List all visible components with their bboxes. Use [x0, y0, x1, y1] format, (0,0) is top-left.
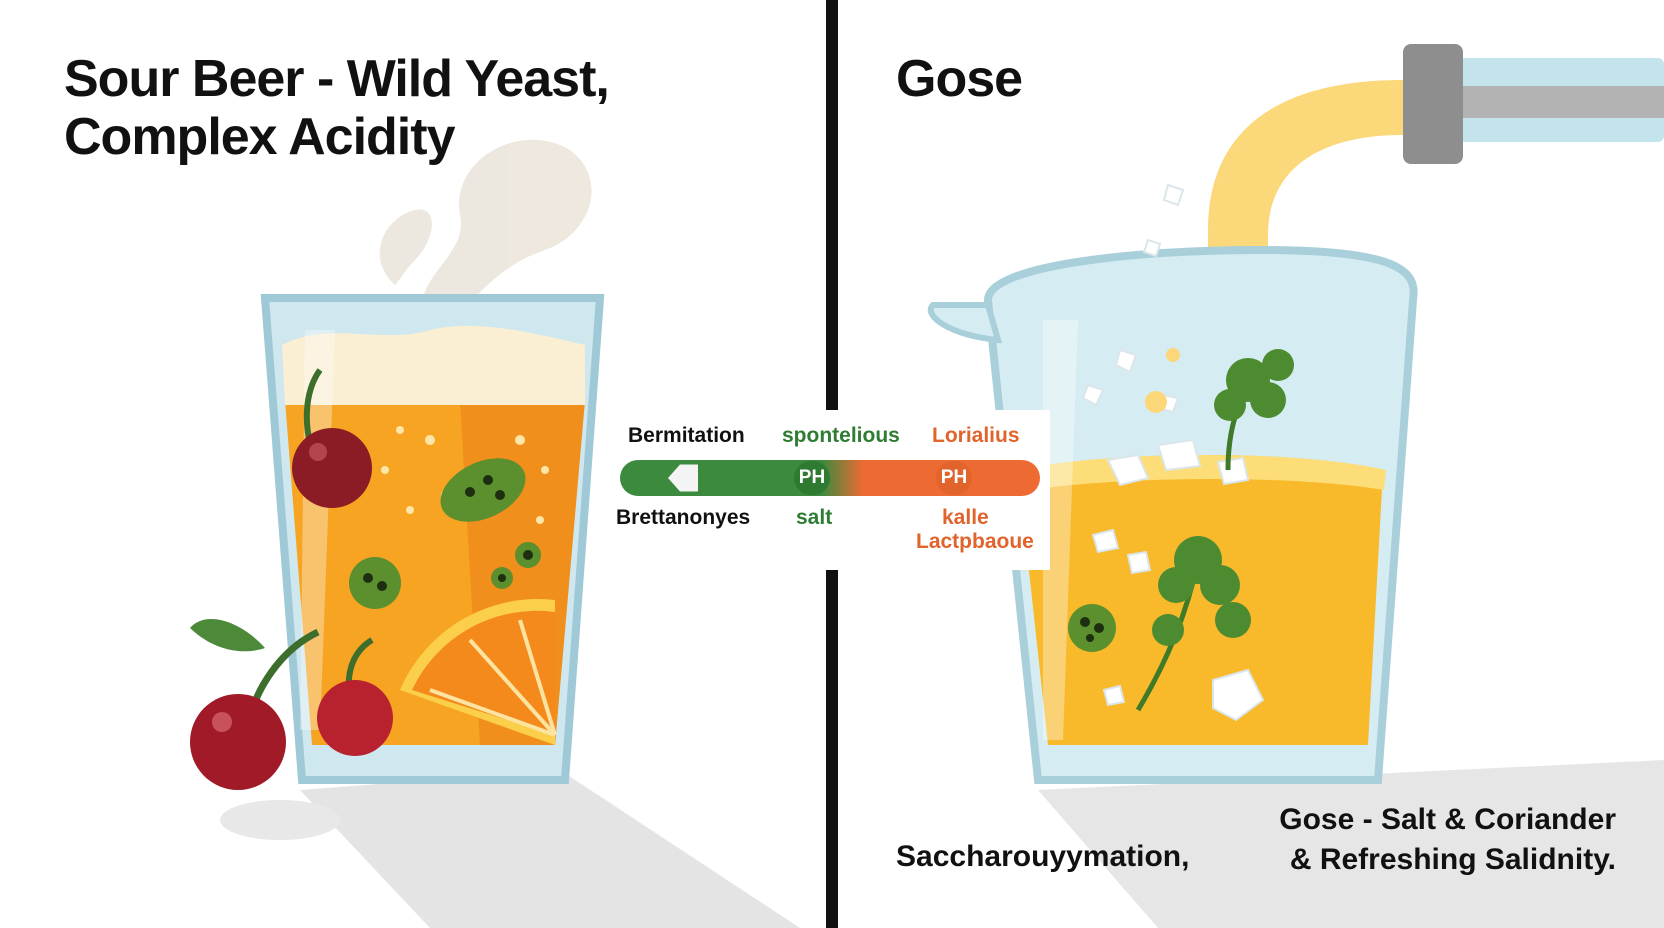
scale-label-top-1: Bermitation: [628, 424, 745, 447]
scale-label-bottom-1: Brettanonyes: [616, 506, 751, 529]
left-title: Sour Beer - Wild Yeast, Complex Acidity: [64, 50, 724, 166]
salt-crystal-icon: [1081, 183, 1265, 722]
faucet-icon: [1208, 44, 1664, 300]
cherry-icon: [317, 637, 393, 756]
pitcher-shadow: [1038, 760, 1664, 928]
coriander-icon: [1135, 349, 1294, 712]
cherry-icon: [292, 368, 372, 508]
scale-label-bottom-4: Lactpbaoue: [916, 530, 1034, 553]
scale-label-top-3: Lorialius: [932, 424, 1020, 447]
spice-dot: [1145, 391, 1167, 413]
gose-caption-line-1: Gose - Salt & Coriander: [1279, 803, 1616, 836]
ph-badge-orange: PH: [936, 461, 972, 495]
bacteria-icon: [349, 458, 541, 609]
sour-beer-illustration: [190, 139, 800, 928]
right-title: Gose: [896, 50, 1023, 108]
bacteria-icon: [1068, 604, 1116, 652]
glass-shadow: [300, 770, 800, 928]
ph-badge-green: PH: [794, 461, 830, 495]
cherry-icon: [190, 618, 320, 790]
gose-caption: Gose - Salt & Coriander & Refreshing Sal…: [1256, 800, 1616, 880]
right-panel: Gose Gose - Salt & Coriander & Refreshin…: [838, 0, 1664, 928]
bottom-caption: Saccharouyymation,: [896, 840, 1190, 873]
orange-slice-icon: [400, 599, 557, 745]
cherry-shadow: [220, 800, 340, 840]
left-title-line-2: Complex Acidity: [64, 108, 455, 166]
scale-label-bottom-2: salt: [796, 506, 833, 529]
scale-label-top-2: spontelious: [782, 424, 900, 447]
spice-dot: [1166, 348, 1180, 362]
left-panel: Sour Beer - Wild Yeast, Complex Acidity: [0, 0, 826, 928]
gose-illustration: [928, 44, 1664, 928]
gose-caption-line-2: & Refreshing Salidnity.: [1289, 843, 1616, 876]
scale-label-bottom-3: kalle: [942, 506, 989, 529]
ph-scale: Bermitation spontelious Lorialius PH PH …: [610, 410, 1050, 570]
steam-icon: [379, 139, 592, 330]
left-title-line-1: Sour Beer - Wild Yeast,: [64, 50, 610, 108]
